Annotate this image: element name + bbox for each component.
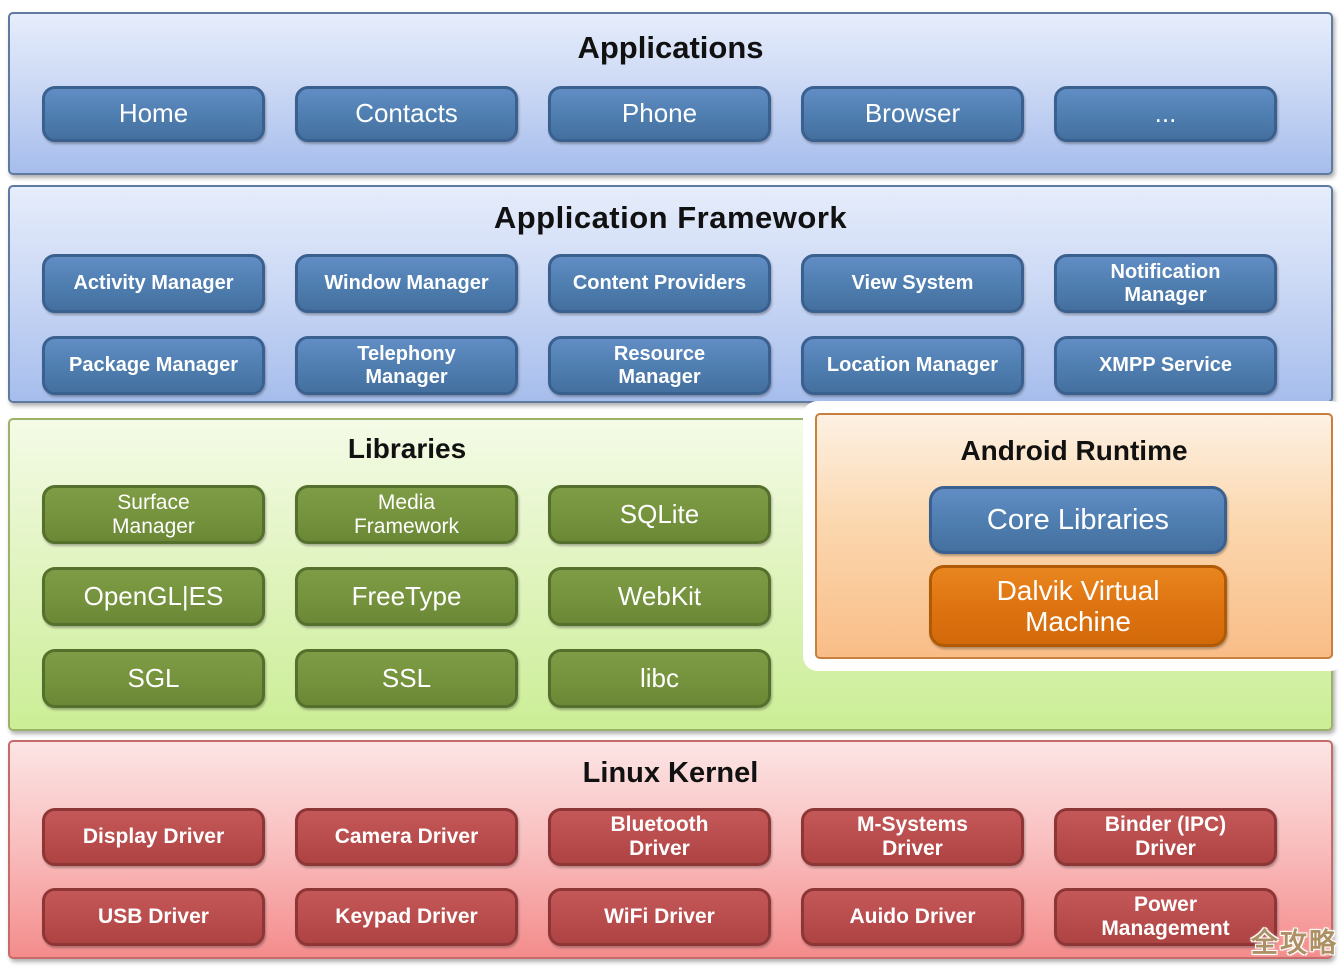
node-usb-driver: USB Driver xyxy=(42,888,265,946)
node-media-framework: Media Framework xyxy=(295,485,518,544)
framework-row-1: Activity Manager Window Manager Content … xyxy=(42,254,1277,313)
node-camera-driver: Camera Driver xyxy=(295,808,518,866)
node-browser: Browser xyxy=(801,86,1024,142)
node-wifi-driver: WiFi Driver xyxy=(548,888,771,946)
node-home: Home xyxy=(42,86,265,142)
node-more-apps: ... xyxy=(1054,86,1277,142)
applications-row: Home Contacts Phone Browser ... xyxy=(42,86,1277,142)
linux-kernel-layer-panel: Linux Kernel Display Driver Camera Drive… xyxy=(8,740,1333,959)
node-power-management: Power Management xyxy=(1054,888,1277,946)
node-location-manager: Location Manager xyxy=(801,336,1024,395)
node-dalvik-virtual-machine: Dalvik Virtual Machine xyxy=(929,565,1227,647)
node-core-libraries: Core Libraries xyxy=(929,486,1227,554)
node-freetype: FreeType xyxy=(295,567,518,626)
node-telephony-manager: Telephony Manager xyxy=(295,336,518,395)
application-framework-layer-panel: Application Framework Activity Manager W… xyxy=(8,185,1333,403)
node-phone: Phone xyxy=(548,86,771,142)
node-surface-manager: Surface Manager xyxy=(42,485,265,544)
android-runtime-layer-panel: Android Runtime Core Libraries Dalvik Vi… xyxy=(815,413,1333,659)
node-libc: libc xyxy=(548,649,771,708)
linux-kernel-layer-title: Linux Kernel xyxy=(582,757,759,789)
libraries-row-2: OpenGL|ES FreeType WebKit xyxy=(42,567,771,626)
node-binder-ipc-driver: Binder (IPC) Driver xyxy=(1054,808,1277,866)
node-opengl-es: OpenGL|ES xyxy=(42,567,265,626)
node-resource-manager: Resource Manager xyxy=(548,336,771,395)
applications-layer-panel: Applications Home Contacts Phone Browser… xyxy=(8,12,1333,175)
applications-layer-title: Applications xyxy=(577,30,764,65)
node-bluetooth-driver: Bluetooth Driver xyxy=(548,808,771,866)
node-sgl: SGL xyxy=(42,649,265,708)
node-display-driver: Display Driver xyxy=(42,808,265,866)
node-window-manager: Window Manager xyxy=(295,254,518,313)
kernel-row-1: Display Driver Camera Driver Bluetooth D… xyxy=(42,808,1277,866)
android-runtime-layer-title: Android Runtime xyxy=(960,435,1188,466)
node-sqlite: SQLite xyxy=(548,485,771,544)
node-content-providers: Content Providers xyxy=(548,254,771,313)
node-package-manager: Package Manager xyxy=(42,336,265,395)
node-audio-driver: Auido Driver xyxy=(801,888,1024,946)
kernel-row-2: USB Driver Keypad Driver WiFi Driver Aui… xyxy=(42,888,1277,946)
libraries-layer-title: Libraries xyxy=(347,433,467,464)
node-contacts: Contacts xyxy=(295,86,518,142)
node-ssl: SSL xyxy=(295,649,518,708)
node-m-systems-driver: M-Systems Driver xyxy=(801,808,1024,866)
libraries-row-3: SGL SSL libc xyxy=(42,649,771,708)
application-framework-layer-title: Application Framework xyxy=(493,200,848,235)
node-notification-manager: Notification Manager xyxy=(1054,254,1277,313)
node-keypad-driver: Keypad Driver xyxy=(295,888,518,946)
framework-row-2: Package Manager Telephony Manager Resour… xyxy=(42,336,1277,395)
node-webkit: WebKit xyxy=(548,567,771,626)
watermark-text: 全攻略 xyxy=(1251,928,1338,958)
node-activity-manager: Activity Manager xyxy=(42,254,265,313)
node-view-system: View System xyxy=(801,254,1024,313)
node-xmpp-service: XMPP Service xyxy=(1054,336,1277,395)
libraries-row-1: Surface Manager Media Framework SQLite xyxy=(42,485,771,544)
